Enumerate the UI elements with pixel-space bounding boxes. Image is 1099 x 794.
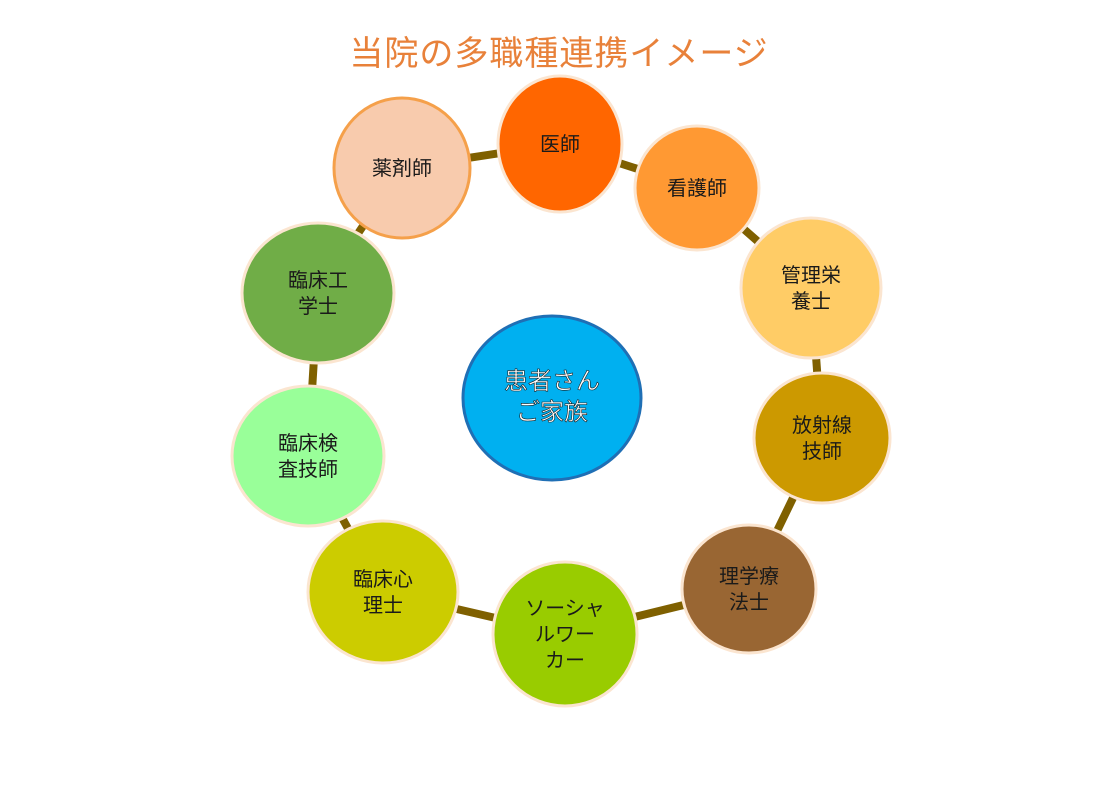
role-label-line: カー — [545, 648, 585, 672]
role-label-line: 医師 — [540, 132, 580, 156]
role-node: 薬剤師 — [332, 96, 472, 240]
role-label-line: 養士 — [791, 289, 831, 313]
center-label-line: ご家族 — [516, 398, 588, 426]
role-circle — [752, 371, 892, 505]
role-label-line: 理学療 — [719, 564, 779, 588]
role-circle — [240, 221, 396, 365]
role-label-line: ソーシャ — [525, 596, 605, 620]
role-label-line: 管理栄 — [781, 263, 841, 287]
role-label-line: 薬剤師 — [372, 156, 432, 180]
role-label-line: 法士 — [729, 590, 769, 614]
role-circle — [306, 519, 460, 665]
role-label-line: 看護師 — [667, 176, 727, 200]
role-circle — [496, 74, 624, 214]
role-circle — [633, 124, 761, 252]
role-circle — [491, 560, 639, 708]
role-node: 看護師 — [633, 124, 761, 252]
role-label-line: 技師 — [802, 439, 842, 463]
role-label-line: 放射線 — [792, 413, 852, 437]
center-node-patient-family: 患者さん ご家族 — [461, 314, 643, 482]
role-circle — [332, 96, 472, 240]
role-label-line: 臨床心 — [353, 567, 413, 591]
role-label-line: 臨床工 — [288, 268, 348, 292]
role-node: 医師 — [496, 74, 624, 214]
role-label-line: ルワー — [535, 622, 595, 646]
role-label-line: 学士 — [298, 294, 338, 318]
role-label-line: 査技師 — [278, 457, 338, 481]
center-label-line: 患者さん — [504, 367, 600, 395]
role-label-line: 臨床検 — [278, 431, 338, 455]
diagram-title: 当院の多職種連携イメージ — [349, 34, 769, 74]
center-ellipse — [461, 314, 643, 482]
role-circle — [739, 216, 883, 360]
role-circle — [230, 384, 386, 528]
role-label-line: 理士 — [363, 593, 403, 617]
role-circle — [680, 523, 818, 655]
